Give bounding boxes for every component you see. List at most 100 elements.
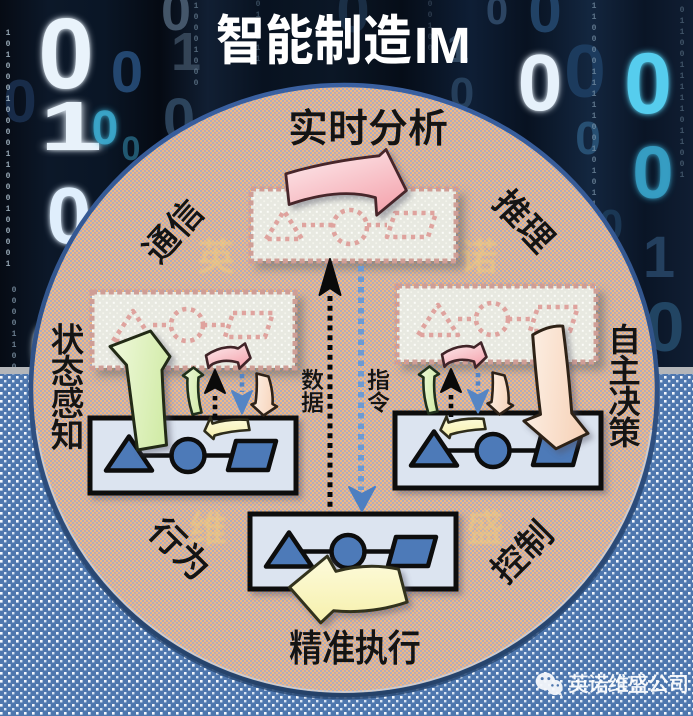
svg-text:0: 0 <box>680 50 685 59</box>
svg-text:0: 0 <box>564 29 606 113</box>
svg-text:1: 1 <box>680 127 685 136</box>
svg-text:1: 1 <box>592 167 597 176</box>
svg-text:1: 1 <box>194 46 199 55</box>
svg-text:0: 0 <box>428 33 433 42</box>
svg-text:0: 0 <box>680 39 685 48</box>
svg-text:0: 0 <box>592 123 597 132</box>
svg-text:0: 0 <box>12 286 17 295</box>
svg-text:1: 1 <box>592 79 597 88</box>
svg-text:0: 0 <box>592 178 597 187</box>
svg-text:0: 0 <box>428 0 433 9</box>
svg-text:0: 0 <box>6 216 11 225</box>
svg-text:1: 1 <box>680 83 685 92</box>
svg-text:0: 0 <box>680 160 685 169</box>
svg-text:0: 0 <box>518 38 563 127</box>
svg-text:1: 1 <box>680 28 685 37</box>
svg-text:1: 1 <box>592 101 597 110</box>
svg-text:0: 0 <box>6 249 11 258</box>
svg-text:0: 0 <box>194 57 199 66</box>
svg-text:0: 0 <box>518 38 563 127</box>
svg-text:0: 0 <box>624 36 672 132</box>
svg-text:0: 0 <box>92 102 119 155</box>
svg-text:0: 0 <box>3 68 36 135</box>
svg-text:1: 1 <box>6 51 11 60</box>
svg-text:1: 1 <box>680 105 685 114</box>
svg-text:1: 1 <box>680 138 685 147</box>
svg-text:0: 0 <box>428 11 433 20</box>
svg-text:1: 1 <box>40 86 102 165</box>
svg-text:0: 0 <box>12 352 17 361</box>
svg-text:0: 0 <box>632 131 673 214</box>
svg-text:0: 0 <box>592 134 597 143</box>
svg-text:0: 0 <box>6 139 11 148</box>
svg-text:0: 0 <box>6 227 11 236</box>
svg-text:1: 1 <box>40 86 102 165</box>
svg-text:0: 0 <box>12 297 17 306</box>
svg-text:0: 0 <box>592 57 597 66</box>
svg-text:1: 1 <box>40 86 102 165</box>
svg-text:0: 0 <box>38 0 94 110</box>
svg-text:0: 0 <box>486 0 508 33</box>
svg-text:0: 0 <box>6 73 11 82</box>
svg-text:0: 0 <box>428 44 433 53</box>
svg-text:0: 0 <box>194 68 199 77</box>
svg-text:1: 1 <box>643 225 675 290</box>
svg-text:0: 0 <box>592 35 597 44</box>
svg-text:0: 0 <box>336 0 369 45</box>
svg-text:0: 0 <box>592 156 597 165</box>
svg-text:0: 0 <box>122 130 141 168</box>
svg-text:0: 0 <box>680 116 685 125</box>
svg-text:1: 1 <box>592 145 597 154</box>
svg-text:1: 1 <box>680 17 685 26</box>
svg-text:0: 0 <box>194 35 199 44</box>
svg-text:1: 1 <box>592 68 597 77</box>
svg-text:0: 0 <box>111 40 143 105</box>
svg-text:1: 1 <box>171 22 201 82</box>
svg-text:0: 0 <box>6 117 11 126</box>
svg-text:1: 1 <box>6 260 11 269</box>
svg-text:1: 1 <box>592 112 597 121</box>
svg-text:0: 0 <box>592 46 597 55</box>
svg-text:0: 0 <box>6 106 11 115</box>
svg-text:0: 0 <box>680 6 685 15</box>
svg-text:1: 1 <box>194 2 199 11</box>
svg-text:0: 0 <box>632 131 673 214</box>
svg-text:1: 1 <box>12 330 17 339</box>
svg-text:1: 1 <box>680 94 685 103</box>
svg-text:1: 1 <box>680 61 685 70</box>
svg-text:0: 0 <box>680 149 685 158</box>
svg-text:1: 1 <box>680 171 685 180</box>
svg-text:0: 0 <box>161 0 191 42</box>
svg-text:0: 0 <box>92 102 119 155</box>
svg-text:0: 0 <box>6 194 11 203</box>
svg-text:1: 1 <box>447 27 469 71</box>
svg-text:0: 0 <box>575 112 601 164</box>
svg-text:0: 0 <box>194 79 199 88</box>
svg-text:0: 0 <box>6 172 11 181</box>
svg-text:1: 1 <box>592 2 597 11</box>
svg-text:0: 0 <box>6 40 11 49</box>
svg-text:1: 1 <box>6 205 11 214</box>
svg-text:IM: IM <box>414 17 471 74</box>
svg-text:0: 0 <box>194 24 199 33</box>
svg-text:1: 1 <box>6 95 11 104</box>
svg-text:0: 0 <box>528 0 561 45</box>
svg-text:0: 0 <box>6 84 11 93</box>
svg-text:0: 0 <box>38 0 94 110</box>
svg-text:0: 0 <box>194 13 199 22</box>
svg-text:0: 0 <box>38 0 94 110</box>
svg-text:1: 1 <box>680 72 685 81</box>
svg-text:1: 1 <box>256 11 261 20</box>
svg-text:0: 0 <box>624 36 672 132</box>
svg-text:1: 1 <box>592 13 597 22</box>
svg-text:1: 1 <box>6 161 11 170</box>
svg-text:0: 0 <box>518 38 563 127</box>
svg-text:0: 0 <box>6 62 11 71</box>
svg-text:0: 0 <box>592 24 597 33</box>
svg-text:1: 1 <box>256 55 261 64</box>
svg-text:0: 0 <box>6 238 11 247</box>
svg-text:1: 1 <box>6 29 11 38</box>
svg-text:0: 0 <box>12 308 17 317</box>
svg-text:1: 1 <box>6 150 11 159</box>
svg-text:0: 0 <box>6 128 11 137</box>
